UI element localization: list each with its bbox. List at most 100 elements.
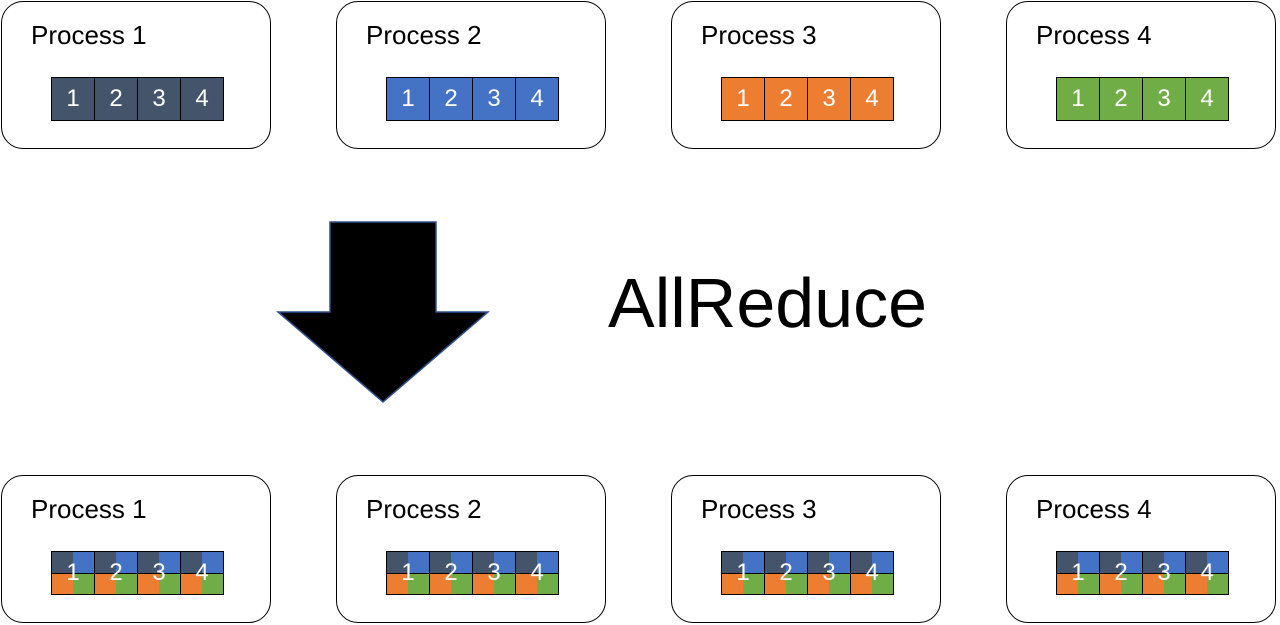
cell-segment-process-2: [159, 552, 180, 573]
cell-divider: [473, 573, 515, 574]
cell-segment-process-4: [872, 573, 893, 594]
data-cell: 1: [1056, 551, 1100, 595]
cell-index: 3: [1157, 85, 1171, 112]
cell-segment-process-4: [202, 573, 223, 594]
data-array: 1 2 3 4: [1056, 77, 1229, 121]
data-cell: 1: [721, 77, 765, 121]
cell-index: 3: [1157, 559, 1171, 586]
cell-segment-process-1: [808, 552, 829, 573]
process-label: Process 1: [31, 20, 147, 50]
cell-index: 2: [779, 85, 793, 112]
cell-segment-process-2: [872, 552, 893, 573]
cell-segment-process-4: [1207, 573, 1228, 594]
data-cell: 2: [764, 551, 808, 595]
cell-index: 1: [1071, 559, 1085, 586]
cell-index: 2: [1114, 85, 1128, 112]
cell-segment-process-2: [786, 552, 807, 573]
data-cell: 1: [1056, 77, 1100, 121]
cell-segment-process-1: [387, 552, 408, 573]
cell-segment-process-3: [95, 573, 116, 594]
cell-index: 2: [109, 85, 123, 112]
cell-segment-process-4: [1078, 573, 1099, 594]
cell-index: 1: [736, 559, 750, 586]
data-cell: 2: [764, 77, 808, 121]
cell-segment-process-1: [430, 552, 451, 573]
cell-segment-process-1: [1057, 552, 1078, 573]
cell-index: 2: [444, 85, 458, 112]
cell-segment-process-3: [138, 573, 159, 594]
data-cell: 3: [137, 77, 181, 121]
cell-index: 1: [736, 85, 750, 112]
cell-segment-process-2: [1078, 552, 1099, 573]
cell-index: 1: [1071, 85, 1085, 112]
cell-divider: [851, 573, 893, 574]
cell-index: 1: [66, 559, 80, 586]
process-label: Process 1: [31, 494, 147, 524]
data-cell: 1: [721, 551, 765, 595]
process-label: Process 2: [366, 494, 482, 524]
data-cell: 1: [51, 551, 95, 595]
process-label: Process 3: [701, 20, 817, 50]
cell-divider: [1186, 573, 1228, 574]
cell-index: 3: [822, 85, 836, 112]
cell-divider: [722, 573, 764, 574]
cell-divider: [1100, 573, 1142, 574]
cell-segment-process-4: [159, 573, 180, 594]
cell-index: 3: [822, 559, 836, 586]
cell-divider: [387, 573, 429, 574]
cell-segment-process-1: [1143, 552, 1164, 573]
data-cell: 4: [850, 551, 894, 595]
data-cell: 4: [515, 551, 559, 595]
data-cell: 3: [1142, 77, 1186, 121]
cell-segment-process-1: [765, 552, 786, 573]
cell-index: 3: [152, 559, 166, 586]
data-cell: 2: [429, 551, 473, 595]
cell-divider: [808, 573, 850, 574]
cell-segment-process-3: [181, 573, 202, 594]
cell-segment-process-2: [451, 552, 472, 573]
data-cell: 4: [1185, 551, 1229, 595]
cell-segment-process-4: [743, 573, 764, 594]
data-cell: 4: [850, 77, 894, 121]
cell-segment-process-3: [765, 573, 786, 594]
cell-segment-process-3: [430, 573, 451, 594]
cell-index: 4: [1200, 85, 1214, 112]
cell-segment-process-2: [1121, 552, 1142, 573]
cell-segment-process-4: [829, 573, 850, 594]
cell-divider: [138, 573, 180, 574]
cell-segment-process-3: [808, 573, 829, 594]
process-label: Process 3: [701, 494, 817, 524]
cell-segment-process-4: [451, 573, 472, 594]
down-arrow-icon: [276, 221, 490, 403]
cell-segment-process-2: [829, 552, 850, 573]
data-cell: 3: [807, 77, 851, 121]
cell-segment-process-4: [116, 573, 137, 594]
cell-segment-process-4: [408, 573, 429, 594]
data-cell: 2: [1099, 77, 1143, 121]
data-cell: 2: [429, 77, 473, 121]
cell-segment-process-1: [138, 552, 159, 573]
cell-segment-process-3: [722, 573, 743, 594]
data-cell: 1: [51, 77, 95, 121]
data-cell: 3: [472, 551, 516, 595]
data-cell: 2: [94, 77, 138, 121]
cell-divider: [430, 573, 472, 574]
data-cell: 1: [386, 77, 430, 121]
cell-segment-process-4: [1164, 573, 1185, 594]
cell-divider: [181, 573, 223, 574]
operation-label: AllReduce: [608, 264, 928, 342]
cell-divider: [1143, 573, 1185, 574]
cell-segment-process-3: [1100, 573, 1121, 594]
cell-segment-process-3: [516, 573, 537, 594]
data-cell: 2: [94, 551, 138, 595]
